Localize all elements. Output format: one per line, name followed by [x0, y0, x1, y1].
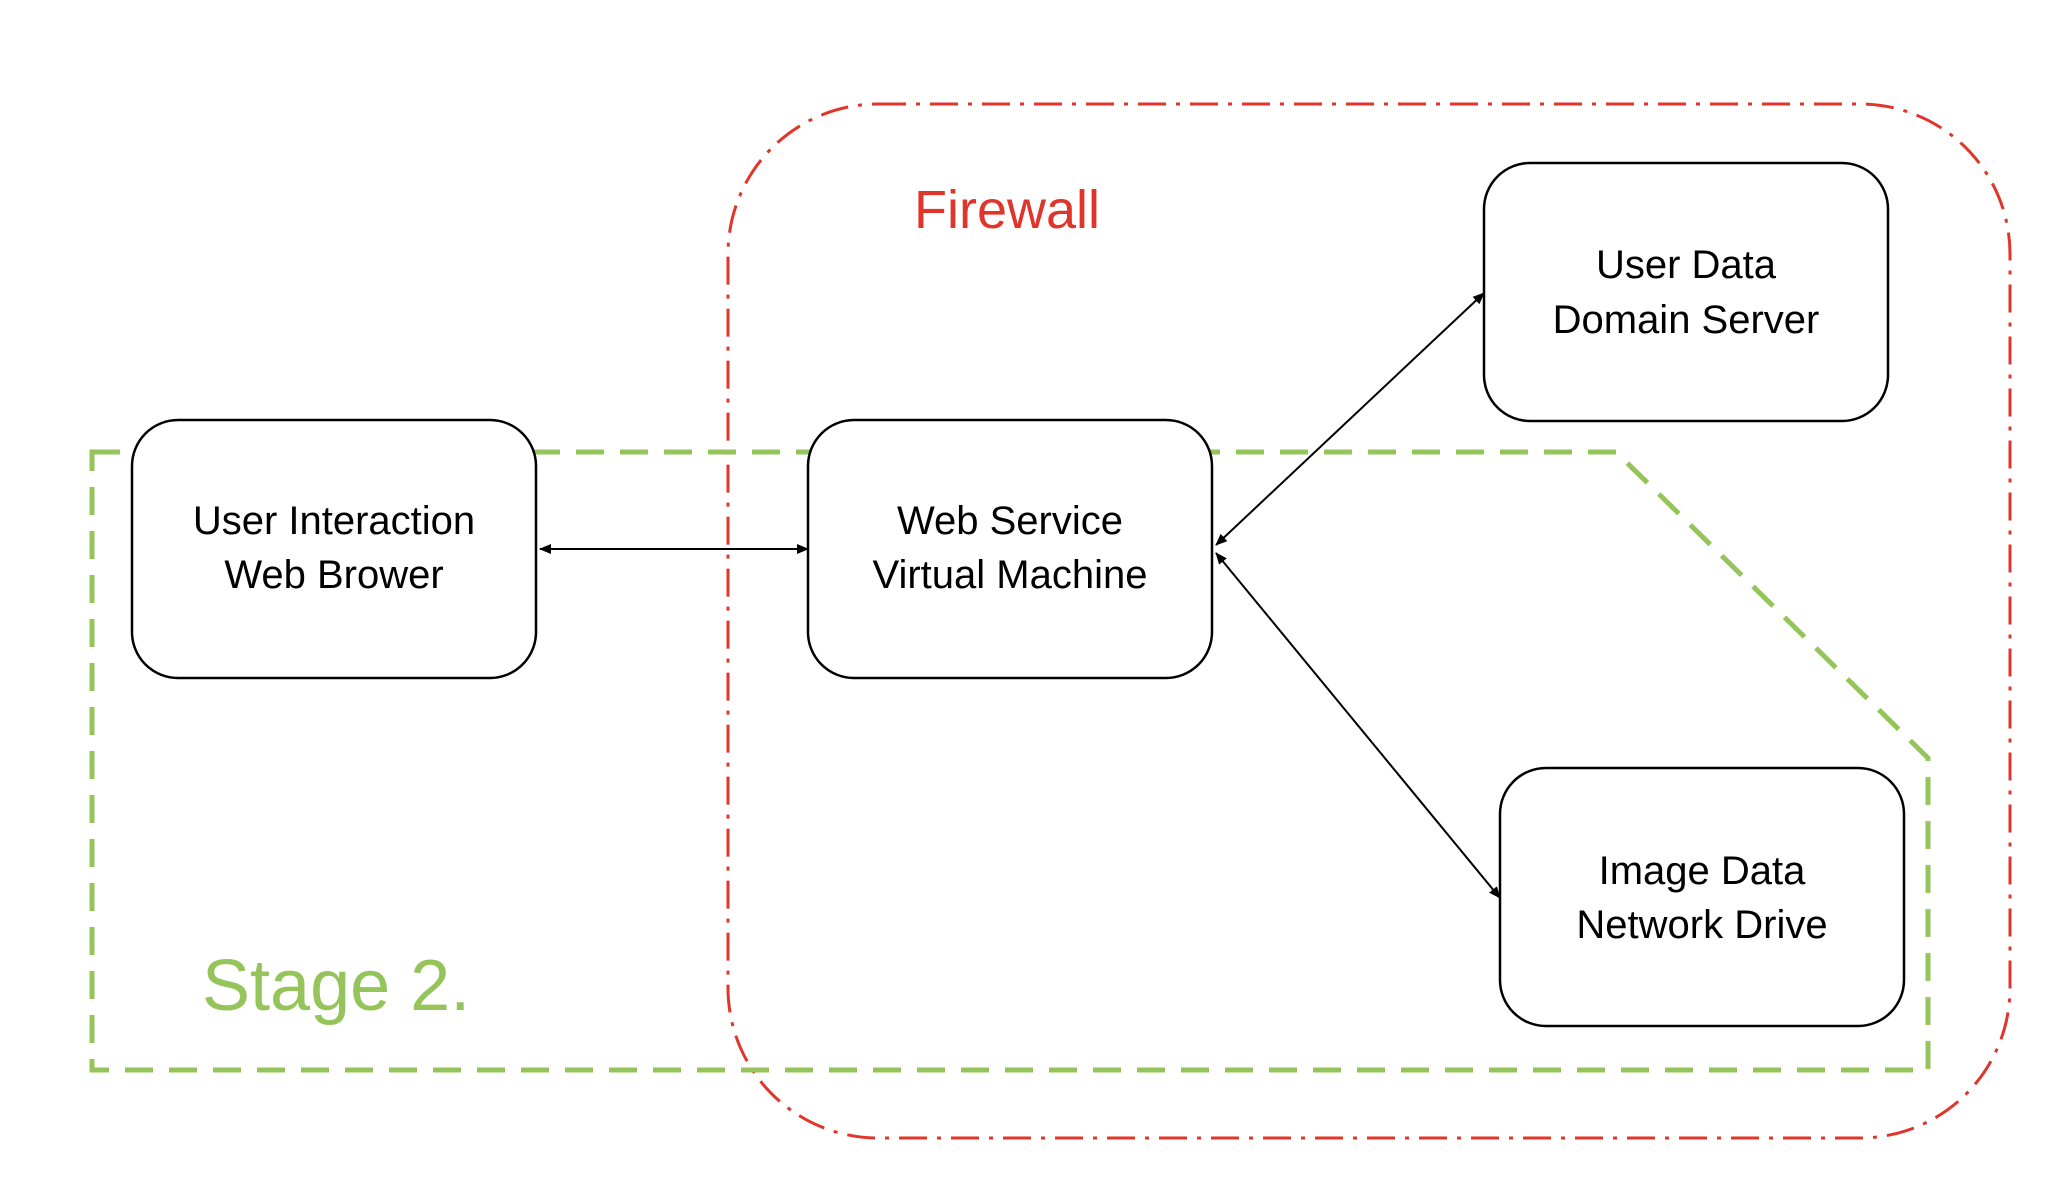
node-user-data-line1: User Data: [1596, 243, 1777, 287]
node-web-service-line1: Web Service: [897, 499, 1123, 543]
node-user-interaction: User Interaction Web Brower: [130, 418, 538, 680]
node-user-interaction-line1: User Interaction: [193, 499, 475, 543]
firewall-label: Firewall: [914, 180, 1100, 240]
svg-text:Image Data: Image Data: [1599, 849, 1807, 893]
svg-text:User Interaction: User Interaction: [193, 499, 475, 543]
firewall-boundary: [726, 102, 2012, 1140]
node-user-data: User Data Domain Server: [1482, 161, 1890, 423]
connector-webservice-imagedata: [1215, 552, 1501, 899]
svg-text:User Data: User Data: [1596, 243, 1777, 287]
node-user-interaction-line2: Web Brower: [224, 553, 443, 597]
node-web-service-line2: Virtual Machine: [873, 553, 1148, 597]
connector-webservice-userdata: [1215, 292, 1485, 546]
node-image-data-line2: Network Drive: [1576, 903, 1827, 947]
svg-text:Web Brower: Web Brower: [224, 553, 443, 597]
svg-text:Network Drive: Network Drive: [1576, 903, 1827, 947]
svg-text:Domain Server: Domain Server: [1553, 298, 1820, 342]
node-image-data: Image Data Network Drive: [1498, 766, 1906, 1028]
node-user-data-line2: Domain Server: [1553, 298, 1820, 342]
svg-text:Virtual Machine: Virtual Machine: [873, 553, 1148, 597]
node-web-service: Web Service Virtual Machine: [806, 418, 1214, 680]
stage-boundary: [89, 449, 1931, 1073]
stage-label: Stage 2.: [202, 946, 470, 1026]
node-image-data-line1: Image Data: [1599, 849, 1807, 893]
svg-text:Web Service: Web Service: [897, 499, 1123, 543]
